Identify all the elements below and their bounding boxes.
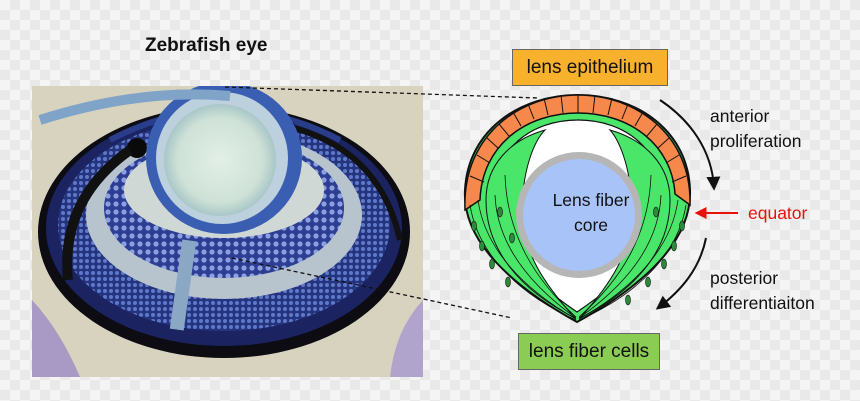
- posterior-line2: differentiaiton: [710, 293, 815, 313]
- anterior-proliferation-label: anterior proliferation: [710, 104, 801, 154]
- connector-top: [224, 86, 539, 99]
- posterior-line1: posterior: [710, 268, 779, 288]
- posterior-arrow: [655, 237, 707, 310]
- histology-photo: [32, 86, 423, 377]
- lens-schematic: [463, 93, 692, 324]
- figure-title: Zebrafish eye: [145, 35, 268, 56]
- core-line2: core: [573, 215, 609, 235]
- lens-epithelium-label: lens epithelium: [512, 49, 668, 86]
- connector-bottom: [231, 257, 513, 319]
- equator-label: equator: [748, 203, 808, 223]
- posterior-differentiation-label: posterior differentiaiton: [710, 266, 815, 316]
- core-line1: Lens fiber: [552, 190, 630, 210]
- anterior-line2: proliferation: [710, 131, 802, 151]
- anterior-line1: anterior: [710, 106, 770, 126]
- lens-epithelium-text: lens epithelium: [526, 56, 654, 78]
- lens-fiber-core-label: Lens fiber core: [536, 188, 646, 238]
- anterior-arrow: [659, 99, 721, 191]
- lens-fiber-cells-label: lens fiber cells: [518, 333, 660, 370]
- lens-fiber-cells-text: lens fiber cells: [528, 340, 650, 362]
